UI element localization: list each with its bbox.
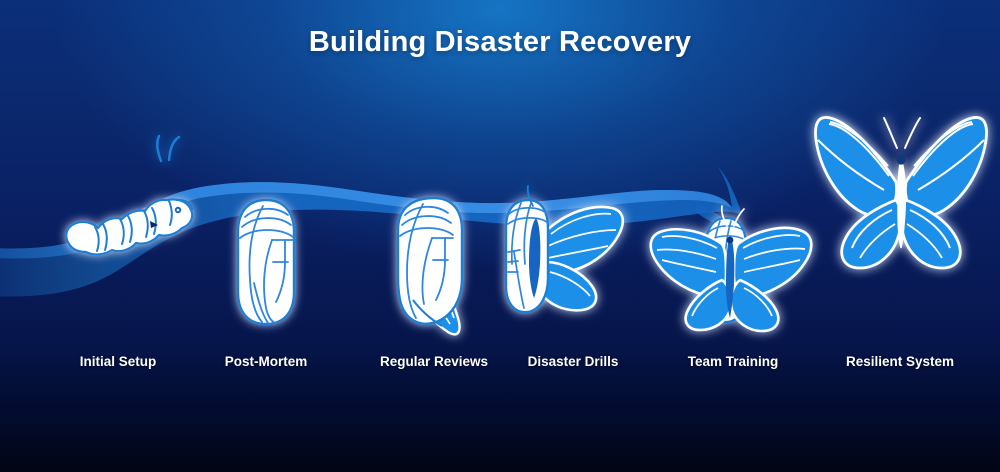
stage-labels: Initial Setup Post-Mortem Regular Review… [0,354,1000,378]
butterfly-full-icon [814,116,988,270]
stage-label-post-mortem[interactable]: Post-Mortem [224,354,308,369]
chrysalis-splitting-icon [396,196,464,336]
stage-label-initial-setup[interactable]: Initial Setup [79,354,157,369]
stage-label-disaster-drills[interactable]: Disaster Drills [527,354,619,369]
butterfly-emerging-icon [504,185,625,314]
chrysalis-closed-icon [236,198,296,326]
stage-label-team-training[interactable]: Team Training [687,354,779,369]
caterpillar-icon [65,134,194,256]
page-title: Building Disaster Recovery [308,26,692,58]
stage-label-resilient-system[interactable]: Resilient System [845,354,955,369]
stage-label-regular-reviews[interactable]: Regular Reviews [379,354,489,369]
butterfly-wings-open-icon [649,205,813,333]
